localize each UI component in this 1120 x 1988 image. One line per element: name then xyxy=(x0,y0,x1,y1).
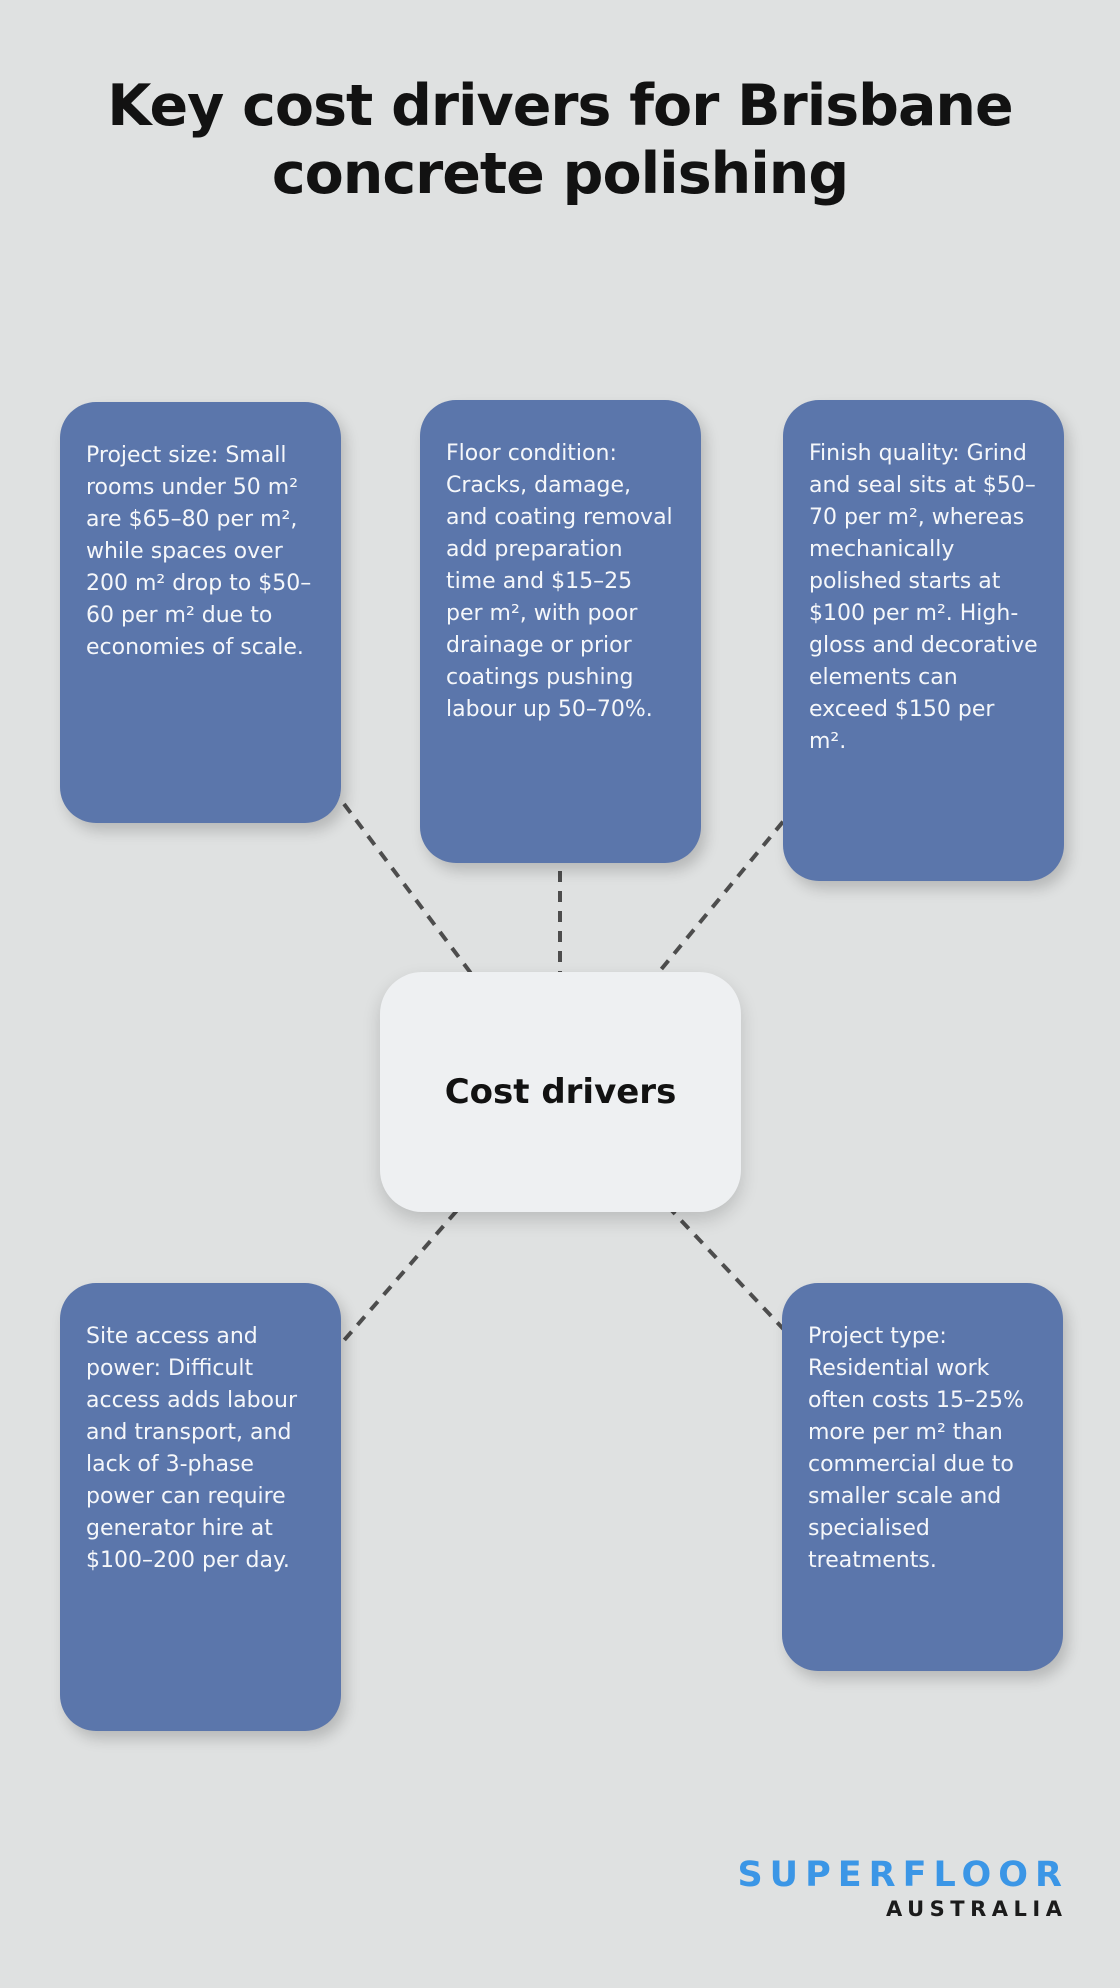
node-floor-condition-text: Floor condition: Cracks, damage, and coa… xyxy=(446,441,673,722)
logo-brand-text: SUPERFLOOR xyxy=(737,1855,1069,1895)
page-title-line2: concrete polishing xyxy=(271,141,849,208)
node-site-access-power: Site access and power: Difficult access … xyxy=(60,1283,341,1731)
page-title-line1: Key cost drivers for Brisbane xyxy=(107,73,1013,139)
node-finish-quality: Finish quality: Grind and seal sits at $… xyxy=(783,400,1064,881)
logo-region-text: AUSTRALIA xyxy=(886,1897,1068,1921)
node-site-access-power-text: Site access and power: Difficult access … xyxy=(86,1324,297,1573)
node-project-size-text: Project size: Small rooms under 50 m² ar… xyxy=(86,443,312,660)
superfloor-logo: SUPERFLOOR AUSTRALIA xyxy=(737,1855,1062,1921)
connector-finish-quality xyxy=(558,650,925,1094)
node-finish-quality-text: Finish quality: Grind and seal sits at $… xyxy=(809,441,1038,754)
page-title: Key cost drivers for Brisbane concrete p… xyxy=(0,72,1120,209)
node-project-type-text: Project type: Residential work often cos… xyxy=(808,1324,1024,1573)
node-project-type: Project type: Residential work often cos… xyxy=(782,1283,1063,1671)
node-project-size: Project size: Small rooms under 50 m² ar… xyxy=(60,402,341,823)
center-node-label: Cost drivers xyxy=(444,1072,677,1112)
center-node: Cost drivers xyxy=(380,972,741,1212)
node-floor-condition: Floor condition: Cracks, damage, and coa… xyxy=(420,400,701,863)
